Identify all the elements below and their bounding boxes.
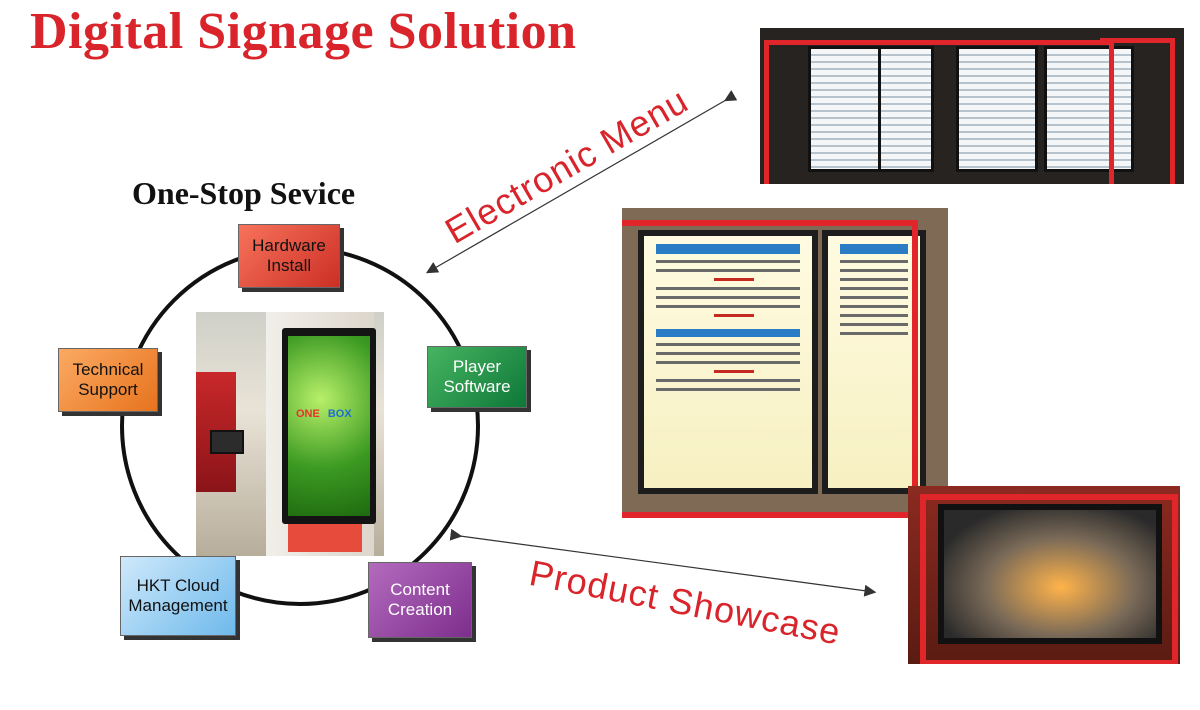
menu-board-photo — [622, 208, 948, 518]
highlight-frame — [622, 220, 918, 518]
menu-screen — [1044, 46, 1134, 172]
kiosk-base — [288, 524, 362, 552]
kiosk-display — [288, 336, 370, 516]
highlight-frame — [920, 494, 1178, 664]
node-hkt-cloud-management: HKT Cloud Management — [120, 556, 236, 636]
node-hardware-install: Hardware Install — [238, 224, 340, 288]
highlight-frame — [1100, 38, 1175, 184]
node-content-creation: Content Creation — [368, 562, 472, 638]
menu-screen — [956, 46, 1038, 172]
highlight-frame — [764, 40, 1114, 184]
arrow-product-showcase — [449, 528, 877, 597]
menu-screen — [878, 46, 934, 172]
product-showcase-photo — [908, 486, 1180, 664]
arrow-electronic-menu — [425, 90, 738, 274]
page-title: Digital Signage Solution — [30, 3, 577, 60]
menu-board-screen — [822, 230, 926, 494]
ceiling-tv — [210, 430, 244, 454]
service-subtitle: One-Stop Sevice — [132, 175, 356, 211]
node-technical-support: Technical Support — [58, 348, 158, 412]
showcase-screen — [938, 504, 1162, 644]
menu-board-screen — [638, 230, 818, 494]
electronic-menu-photo — [760, 28, 1184, 184]
node-player-software: Player Software — [427, 346, 527, 408]
